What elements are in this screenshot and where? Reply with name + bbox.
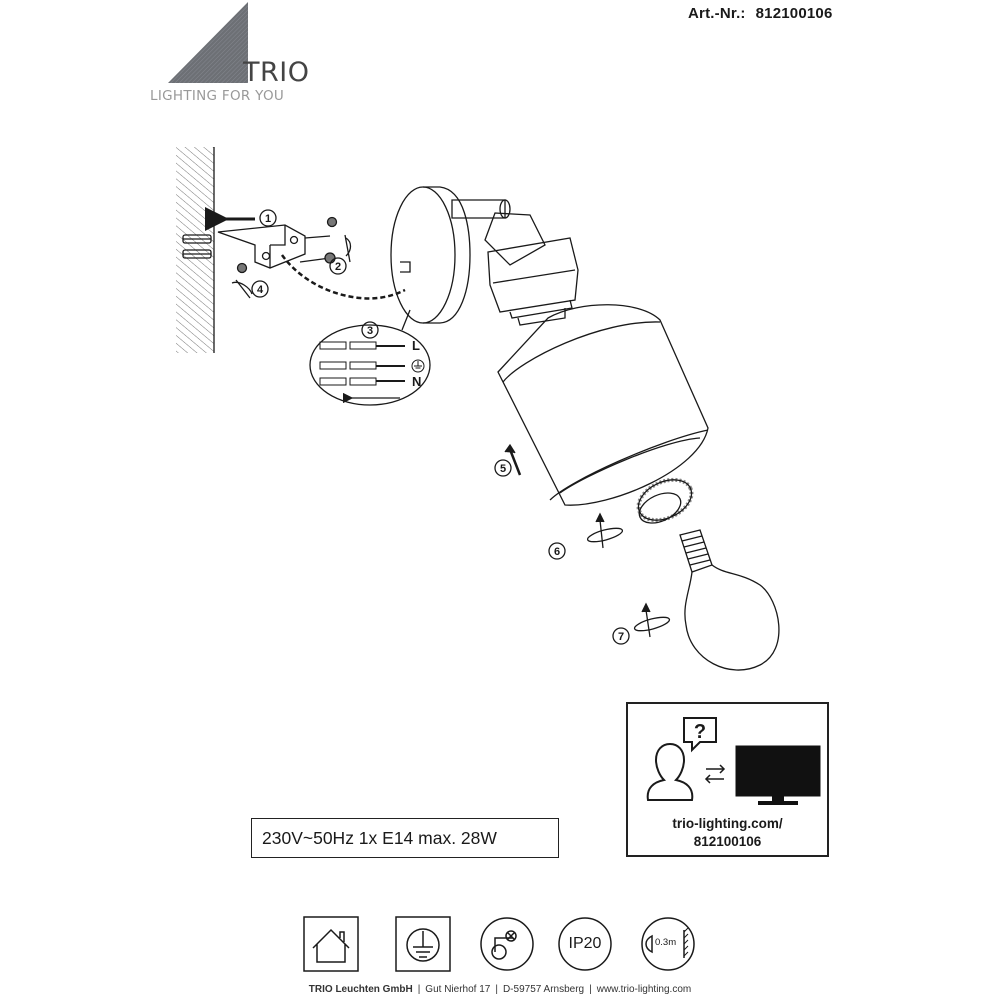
exchange-arrows-icon bbox=[704, 764, 726, 784]
article-number-label: Art.-Nr.: bbox=[688, 5, 746, 22]
step-circle-5: 5 bbox=[494, 459, 512, 477]
info-url-line-2[interactable]: 812100106 bbox=[693, 834, 762, 849]
question-bubble-icon: ? bbox=[683, 717, 717, 753]
footer-company: TRIO Leuchten GmbH bbox=[308, 984, 413, 995]
lamp-arm bbox=[451, 199, 579, 326]
cable bbox=[280, 254, 406, 300]
step-circle-1: 1 bbox=[259, 209, 277, 227]
assembly-diagram: 1 2 3 4 5 6 7 L N bbox=[176, 147, 780, 671]
rotation-arrow-step-6 bbox=[586, 512, 624, 549]
step-label-3: 3 bbox=[367, 325, 373, 337]
base-plate bbox=[390, 186, 471, 324]
monitor-icon bbox=[735, 745, 821, 805]
wire-label-live: L bbox=[412, 338, 420, 353]
rotation-arrow-step-7 bbox=[633, 602, 671, 638]
indoor-use-icon bbox=[303, 916, 359, 972]
wall-plugs bbox=[182, 234, 212, 259]
light-bulb bbox=[679, 529, 780, 671]
footer-address: Gut Nierhof 17 bbox=[425, 984, 491, 995]
earth-icon bbox=[411, 359, 425, 373]
footer-website[interactable]: www.trio-lighting.com bbox=[596, 984, 692, 995]
person-icon bbox=[646, 742, 694, 801]
step-circle-3: 3 bbox=[361, 321, 379, 339]
logo-wordmark: TRIO bbox=[243, 57, 310, 88]
minimum-distance-icon: 0.3m bbox=[640, 916, 696, 972]
step-label-5: 5 bbox=[500, 463, 506, 475]
footer-city: D-59757 Arnsberg bbox=[502, 984, 585, 995]
ip-rating-text: IP20 bbox=[568, 935, 602, 952]
distance-label: 0.3m bbox=[655, 937, 677, 948]
lamp-shade bbox=[497, 304, 709, 506]
mounting-bracket bbox=[217, 224, 306, 269]
arrow-step-5 bbox=[509, 451, 522, 476]
logo-tagline: LIGHTING FOR YOU bbox=[150, 88, 285, 104]
retaining-ring bbox=[636, 477, 694, 524]
step-label-1: 1 bbox=[265, 213, 271, 225]
step-circle-4: 4 bbox=[251, 280, 269, 298]
electrical-spec: 230V~50Hz 1x E14 max. 28W bbox=[251, 818, 559, 858]
wire-label-neutral: N bbox=[412, 374, 421, 389]
screwdriver-step-4 bbox=[231, 279, 253, 299]
info-box: ? trio-lighting.com/ 812100106 bbox=[626, 702, 829, 857]
step-label-4: 4 bbox=[257, 284, 264, 296]
step-circle-2: 2 bbox=[329, 257, 347, 275]
question-mark: ? bbox=[694, 721, 706, 743]
protection-class-icon bbox=[395, 916, 451, 972]
step-label-7: 7 bbox=[618, 631, 624, 643]
trio-logo-triangle bbox=[168, 2, 248, 83]
ip-rating-badge: IP20 bbox=[557, 916, 613, 972]
article-number-value: 812100106 bbox=[755, 5, 833, 22]
footer: TRIO Leuchten GmbH|Gut Nierhof 17|D-5975… bbox=[308, 984, 692, 995]
step-circle-6: 6 bbox=[548, 542, 566, 560]
info-url-line-1[interactable]: trio-lighting.com/ bbox=[672, 816, 783, 831]
bulb-change-icon bbox=[479, 916, 535, 972]
step-label-6: 6 bbox=[554, 546, 560, 558]
article-number: Art.-Nr.: 812100106 bbox=[688, 5, 833, 22]
wiring-detail bbox=[309, 309, 431, 406]
step-circle-7: 7 bbox=[612, 627, 630, 645]
step-label-2: 2 bbox=[335, 261, 341, 273]
